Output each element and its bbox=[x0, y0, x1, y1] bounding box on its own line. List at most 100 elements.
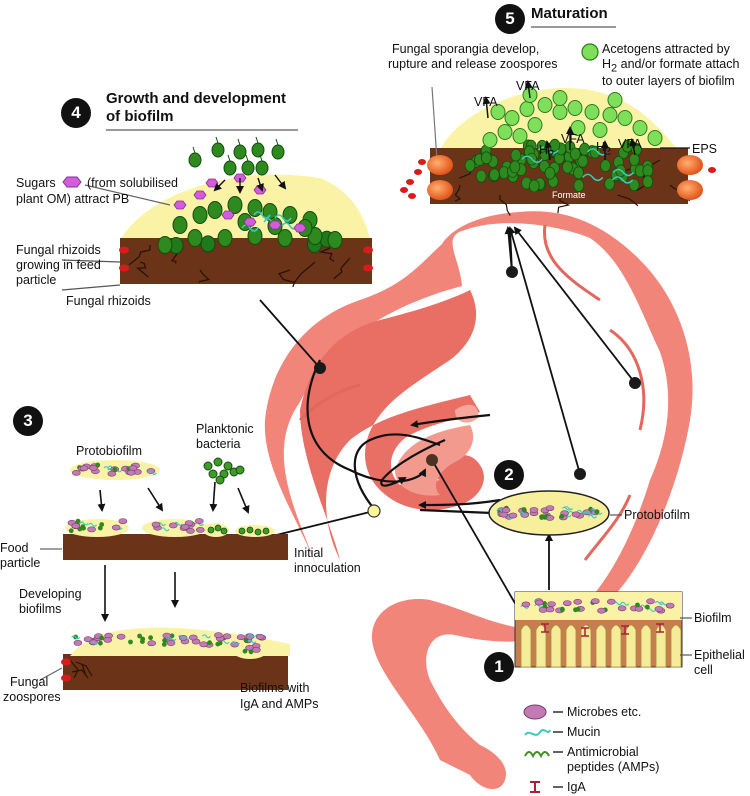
free-bacteria bbox=[255, 160, 269, 176]
bacteria-cell bbox=[99, 522, 105, 527]
developing-label-2: biofilms bbox=[19, 602, 62, 616]
mucin-strand bbox=[561, 506, 571, 511]
bacteria-cell bbox=[248, 649, 254, 655]
microbe bbox=[151, 521, 161, 528]
step-2-badge: 2 bbox=[494, 460, 524, 490]
planktonic-cell bbox=[220, 527, 228, 535]
planktonic-cell bbox=[215, 475, 225, 485]
bacteria-cell bbox=[192, 206, 208, 224]
sugar-molecule bbox=[193, 190, 207, 200]
stage5-sporangia bbox=[400, 155, 716, 200]
stage1-epithelium-box bbox=[514, 591, 683, 668]
planktonic-cell bbox=[214, 524, 222, 532]
microbe bbox=[87, 526, 96, 533]
acetogen-cell bbox=[482, 132, 498, 148]
mucin-strand bbox=[612, 168, 634, 177]
microbe bbox=[214, 632, 223, 639]
epithelial-villus bbox=[520, 624, 532, 668]
microbe bbox=[186, 528, 195, 534]
acetogen-cell bbox=[584, 104, 600, 120]
planktonic-cell bbox=[262, 527, 270, 535]
rhizoid-strand bbox=[499, 194, 511, 216]
rhizoid-strand bbox=[616, 194, 639, 207]
bacteria-cell bbox=[247, 227, 263, 245]
mucin-strand bbox=[620, 601, 630, 606]
sugar-molecule bbox=[221, 210, 235, 220]
mucin-strand bbox=[582, 173, 604, 182]
bacteria-cell bbox=[575, 606, 581, 612]
microbe bbox=[654, 606, 664, 612]
rhizoid-strand bbox=[278, 269, 296, 288]
acetogens-label-2: H2 and/or formate attach bbox=[602, 57, 740, 75]
acetogen-cell bbox=[592, 122, 608, 138]
iga-molecule bbox=[541, 623, 549, 633]
attraction-arrow bbox=[274, 174, 287, 190]
microbe bbox=[89, 465, 98, 471]
free-bacteria bbox=[223, 160, 237, 176]
epithelial-villus bbox=[640, 624, 652, 668]
bacteria-cell bbox=[594, 509, 600, 515]
planktonic-cell bbox=[208, 469, 218, 479]
microbe bbox=[547, 601, 556, 607]
food-particle-label-1: Food bbox=[0, 541, 29, 555]
microbe bbox=[118, 518, 128, 524]
acetogen-cell bbox=[519, 101, 535, 117]
epithelial-villus bbox=[610, 624, 622, 668]
bacteria-cell bbox=[98, 640, 103, 646]
bacteria-cell bbox=[327, 231, 343, 249]
inoculation-label-2: innoculation bbox=[294, 561, 361, 575]
formate-label: Formate bbox=[552, 190, 586, 200]
planktonic-label-1: Planktonic bbox=[196, 422, 254, 436]
microbe bbox=[590, 598, 600, 604]
mucin-strand bbox=[241, 224, 259, 232]
planktonic-cell bbox=[203, 461, 213, 471]
mucin-strand bbox=[247, 633, 257, 638]
bacteria-cell bbox=[217, 640, 223, 646]
bacteria-cell bbox=[573, 166, 584, 180]
acetogen-legend-dot bbox=[581, 43, 599, 61]
iga-molecule bbox=[656, 623, 664, 633]
bacteria-cell bbox=[600, 159, 611, 173]
sample-point-stage5-a bbox=[506, 266, 518, 278]
h2-label-right: H2 bbox=[596, 140, 612, 158]
iga-amps-label-1: Biofilms with bbox=[240, 681, 310, 695]
release-arrow bbox=[629, 138, 638, 156]
flagellum bbox=[192, 146, 196, 154]
microbe bbox=[169, 522, 178, 529]
flagellum bbox=[227, 154, 231, 162]
protobiofilm-top-label: Protobiofilm bbox=[76, 444, 142, 458]
legend-amp-1: Antimicrobial bbox=[567, 745, 639, 759]
mucin-strand bbox=[178, 634, 188, 639]
bacteria-cell bbox=[148, 635, 154, 641]
flagellum bbox=[237, 138, 241, 146]
microbe bbox=[529, 507, 539, 513]
sugar-molecule bbox=[293, 223, 307, 233]
planktonic-cell bbox=[235, 465, 245, 475]
mucin-strand bbox=[576, 509, 586, 514]
microbe bbox=[126, 469, 136, 476]
stage5-title: Maturation bbox=[531, 5, 608, 22]
microbe bbox=[166, 640, 176, 646]
bacteria-cell bbox=[475, 169, 487, 183]
bacteria-cell bbox=[642, 175, 654, 189]
acetogens-label-3: to outer layers of biofilm bbox=[602, 74, 735, 88]
epithelial-villus bbox=[655, 624, 667, 668]
bacteria-cell bbox=[635, 602, 640, 608]
stage4-title-rule bbox=[106, 129, 298, 131]
microbe bbox=[162, 632, 172, 639]
bacteria-cell bbox=[573, 179, 585, 192]
bacteria-cell bbox=[112, 467, 118, 472]
free-bacteria bbox=[233, 144, 247, 160]
legend-amp-2: peptides (AMPs) bbox=[567, 760, 660, 774]
acetogen-cell bbox=[552, 104, 568, 120]
bacteria-cell bbox=[604, 177, 615, 191]
planktonic-cell bbox=[246, 526, 254, 534]
bacteria-cell bbox=[277, 229, 293, 247]
bacteria-cell bbox=[99, 635, 104, 641]
free-bacteria bbox=[188, 152, 202, 168]
microbe bbox=[521, 601, 531, 608]
bacteria-cell bbox=[628, 178, 640, 192]
free-bacteria bbox=[211, 142, 225, 158]
bacteria-cell bbox=[161, 642, 167, 647]
mucin-strand bbox=[564, 506, 574, 511]
